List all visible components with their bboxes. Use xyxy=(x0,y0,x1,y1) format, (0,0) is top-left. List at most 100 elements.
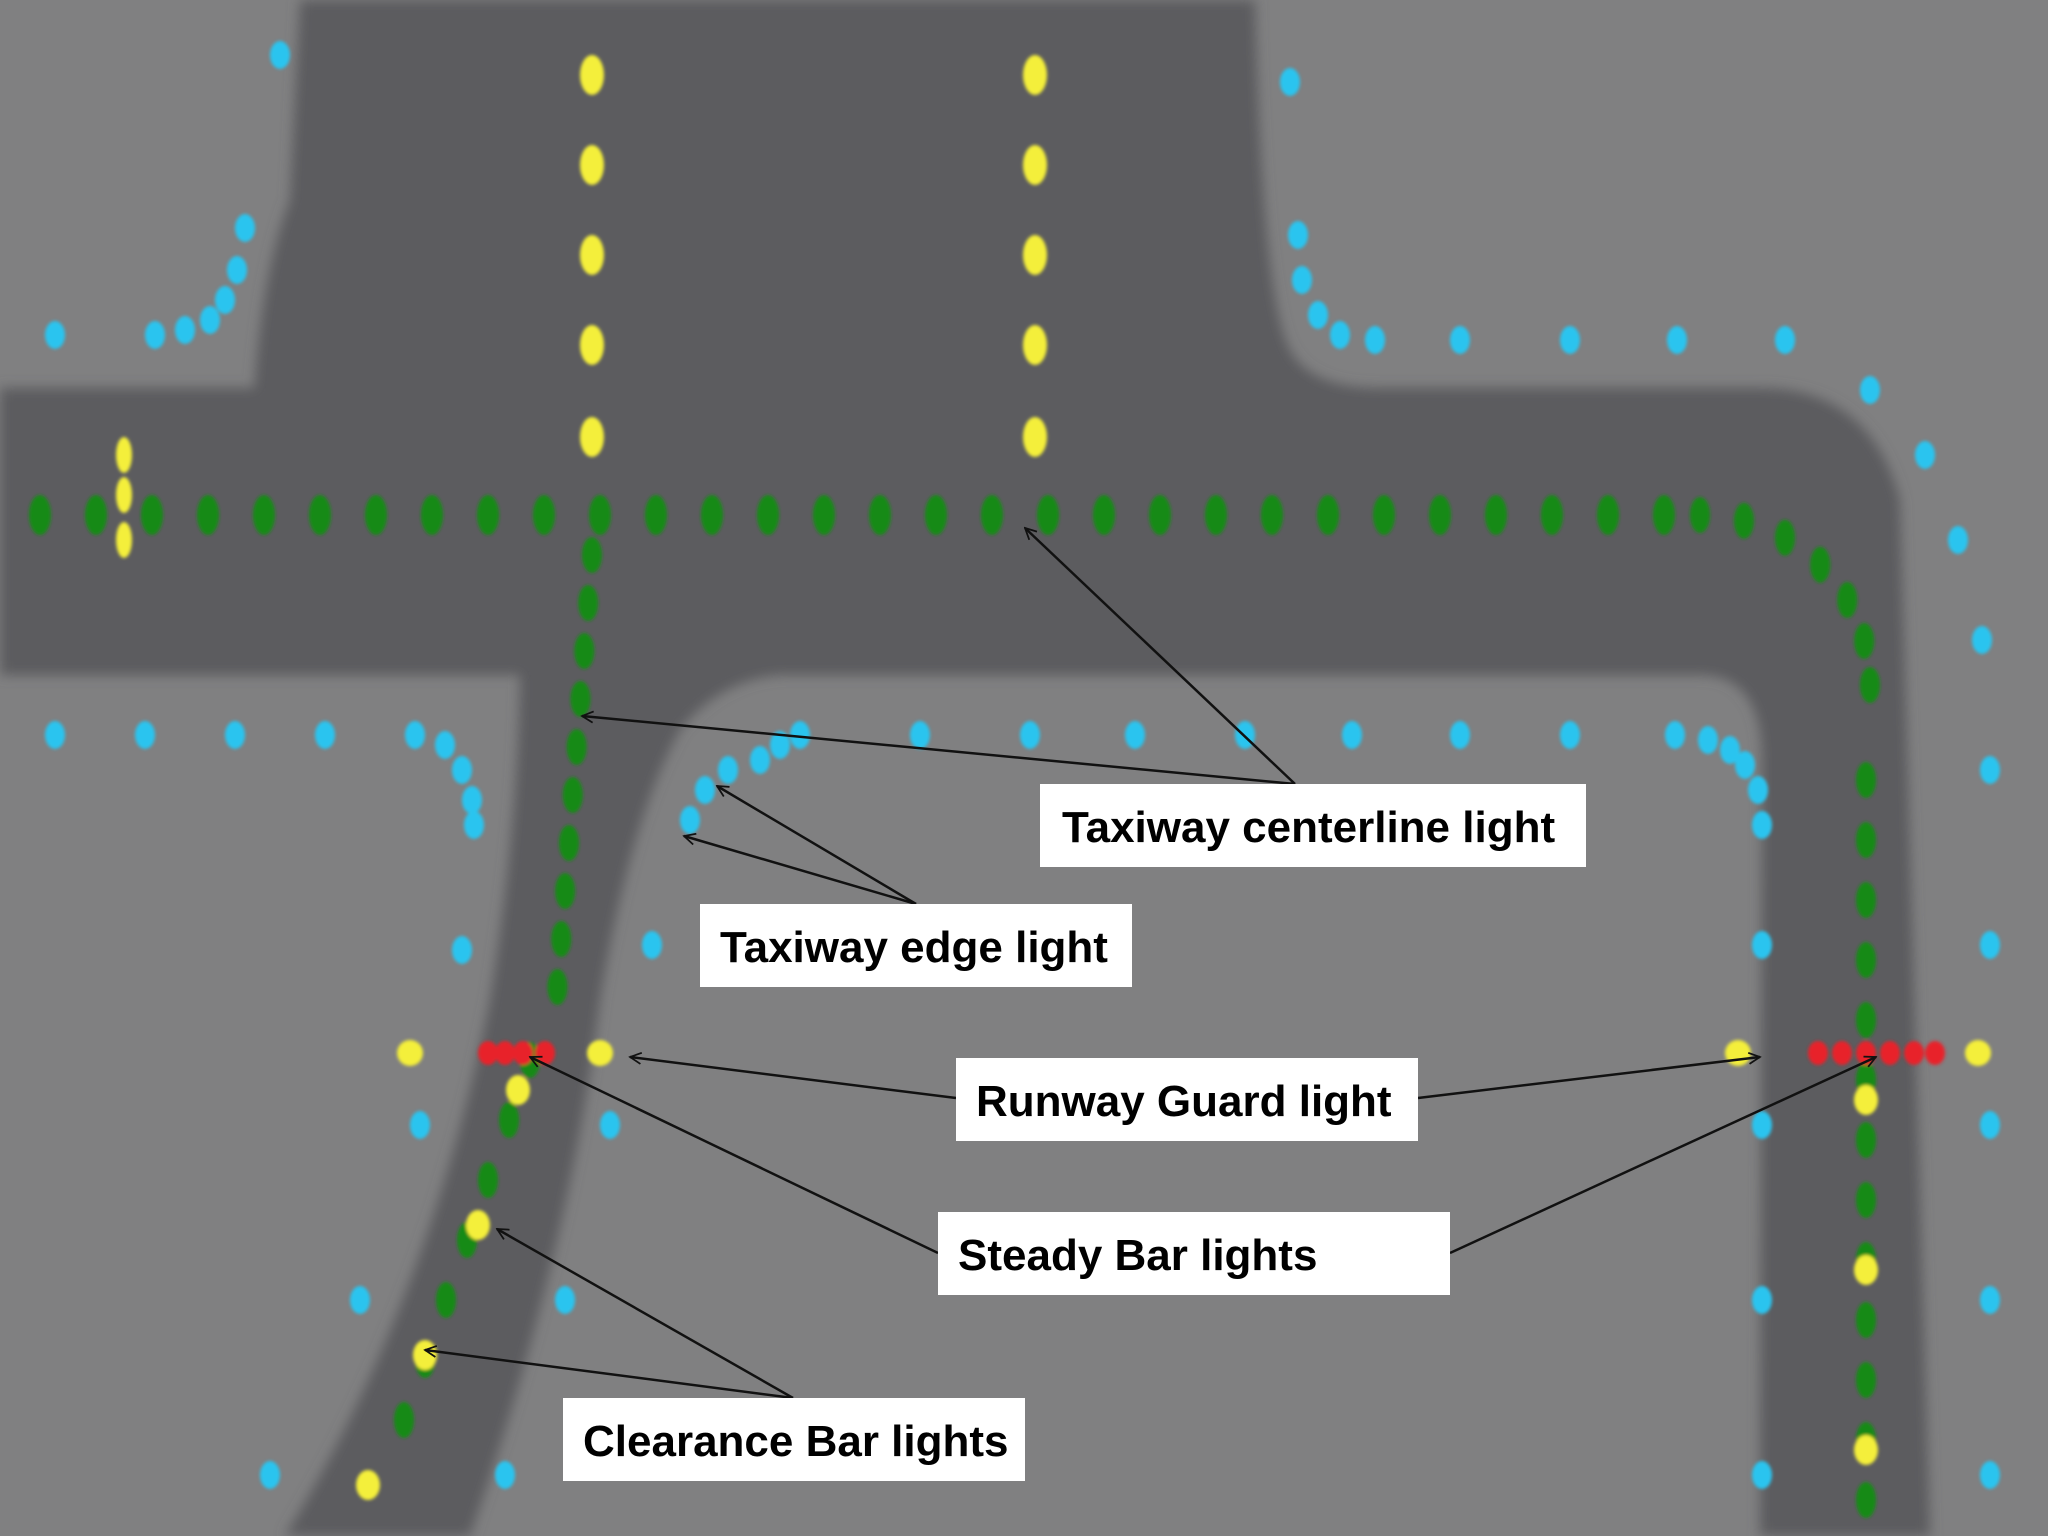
label-box-steady-bar xyxy=(938,1212,1450,1295)
runway-guard-light xyxy=(1965,1040,1991,1066)
centerline-light xyxy=(813,495,835,535)
edge-light xyxy=(495,1461,515,1489)
centerline-light-yellow xyxy=(1023,145,1047,185)
edge-light xyxy=(1560,326,1580,354)
centerline-light xyxy=(421,495,443,535)
centerline-light-yellow xyxy=(1023,235,1047,275)
runway-guard-light xyxy=(1725,1040,1751,1066)
centerline-light xyxy=(533,495,555,535)
clearance-light xyxy=(116,437,132,473)
centerline-light xyxy=(1037,495,1059,535)
centerline-light xyxy=(1149,495,1171,535)
centerline-light xyxy=(1856,1182,1876,1218)
edge-light xyxy=(435,731,455,759)
centerline-light xyxy=(566,729,587,765)
clearance-light xyxy=(413,1340,437,1370)
centerline-light xyxy=(645,495,667,535)
edge-light xyxy=(260,1461,280,1489)
edge-light xyxy=(1288,221,1308,249)
edge-light xyxy=(1980,756,2000,784)
centerline-light xyxy=(1690,497,1710,533)
label-runway-guard: Runway Guard light xyxy=(976,1077,1392,1126)
arrow-guard-b xyxy=(1417,1057,1760,1100)
edge-light xyxy=(464,811,484,839)
edge-light xyxy=(1308,301,1328,329)
edge-light xyxy=(410,1111,430,1139)
clearance-light xyxy=(1854,1085,1878,1115)
edge-light xyxy=(452,756,472,784)
centerline-light xyxy=(1856,1302,1876,1338)
edge-light xyxy=(215,286,235,314)
edge-light xyxy=(1560,721,1580,749)
label-box-runway-guard xyxy=(956,1058,1418,1141)
stop-bar-light xyxy=(513,1041,533,1065)
edge-light xyxy=(462,786,482,814)
edge-light xyxy=(1020,721,1040,749)
centerline-light xyxy=(197,495,219,535)
clearance-light xyxy=(466,1210,490,1240)
vertical-taxiway-north xyxy=(250,0,1380,520)
centerline-light xyxy=(1373,495,1395,535)
arrow-steady-b xyxy=(1449,1057,1876,1255)
arrow-centerline-b xyxy=(582,716,1296,786)
centerline-light xyxy=(1733,502,1754,539)
edge-light xyxy=(45,721,65,749)
stop-bar-light xyxy=(1925,1041,1945,1065)
arrow-edge-a xyxy=(717,784,917,906)
edge-light xyxy=(405,721,425,749)
edge-light xyxy=(1980,1286,2000,1314)
edge-light xyxy=(1948,526,1968,554)
edge-light xyxy=(1752,931,1772,959)
edge-light xyxy=(45,321,65,349)
centerline-light xyxy=(253,495,275,535)
label-clearance-bar: Clearance Bar lights xyxy=(583,1417,1009,1466)
edge-light xyxy=(1915,441,1935,469)
centerline-light xyxy=(1856,1362,1876,1398)
centerline-light xyxy=(562,777,583,813)
centerline-light xyxy=(582,537,602,573)
centerline-light xyxy=(29,495,51,535)
centerline-light xyxy=(1261,495,1283,535)
centerline-light xyxy=(925,495,947,535)
edge-light xyxy=(1752,1286,1772,1314)
centerline-light xyxy=(570,681,591,717)
centerline-light xyxy=(141,495,163,535)
edge-light xyxy=(270,41,290,69)
edge-light xyxy=(1972,626,1992,654)
edge-light xyxy=(718,756,738,784)
stop-bar-light xyxy=(1808,1041,1828,1065)
centerline-light xyxy=(1810,546,1831,583)
edge-light xyxy=(1280,68,1300,96)
centerline-light xyxy=(309,495,331,535)
edge-light xyxy=(1450,721,1470,749)
edge-light xyxy=(1720,736,1740,764)
centerline-light xyxy=(1317,495,1339,535)
centerline-light xyxy=(981,495,1003,535)
runway-guard-light xyxy=(397,1040,423,1066)
arrow-guard-a xyxy=(630,1057,957,1100)
centerline-light xyxy=(1856,1122,1876,1158)
clearance-light xyxy=(356,1470,380,1500)
edge-light xyxy=(600,1111,620,1139)
centerline-light xyxy=(1856,1002,1876,1038)
edge-light xyxy=(1752,1111,1772,1139)
edge-light xyxy=(555,1286,575,1314)
edge-light xyxy=(1665,721,1685,749)
edge-light xyxy=(770,731,790,759)
stop-bar-light xyxy=(478,1041,498,1065)
edge-light xyxy=(1775,326,1795,354)
label-edge: Taxiway edge light xyxy=(720,923,1108,972)
clearance-light xyxy=(116,477,132,513)
centerline-light xyxy=(1837,582,1858,618)
edge-light xyxy=(750,746,770,774)
centerline-light xyxy=(869,495,891,535)
label-centerline: Taxiway centerline light xyxy=(1062,803,1555,852)
edge-light xyxy=(1748,776,1768,804)
lights xyxy=(29,41,2000,1518)
edge-light xyxy=(1980,1461,2000,1489)
edge-light xyxy=(135,721,155,749)
edge-light xyxy=(1365,326,1385,354)
edge-light xyxy=(235,214,255,242)
centerline-light xyxy=(1775,519,1795,556)
